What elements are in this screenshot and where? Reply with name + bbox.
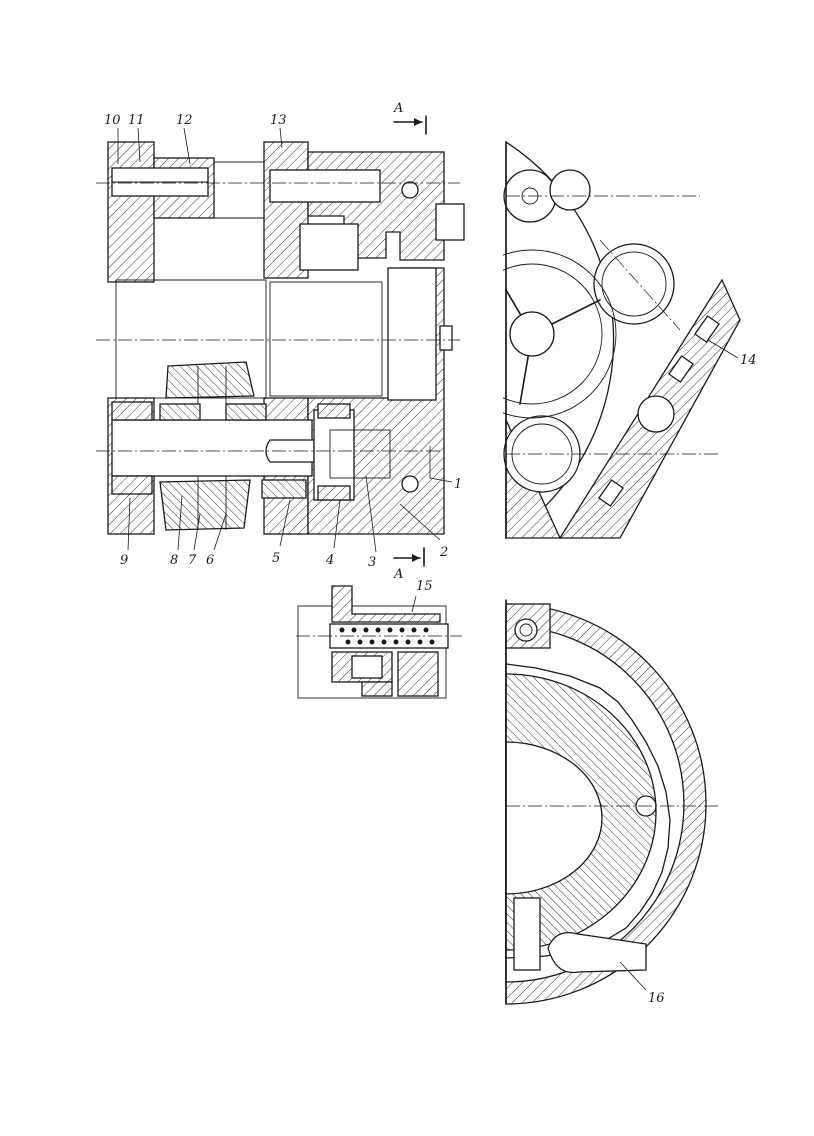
callout-3-label: 3 [368,555,376,570]
callout-1-label: 1 [454,477,462,492]
callout-16: 16 [619,961,665,1006]
callout-2: 2 [399,503,448,560]
callout-3: 3 [365,475,377,570]
callout-15: 15 [411,579,433,613]
main-section-view [96,141,465,535]
callout-12: 12 [176,113,193,165]
section-label-top: A [393,101,403,116]
callout-12-label: 12 [176,113,193,128]
callout-4: 4 [325,499,341,568]
callout-16-label: 16 [648,991,665,1006]
section-mark-bottom: A [393,547,425,582]
callout-14-label: 14 [740,353,757,368]
callout-7: 7 [188,513,201,568]
ratchet-view [505,603,720,1005]
callout-9-label: 9 [120,553,128,568]
callout-6: 6 [206,513,227,568]
callout-4-label: 4 [325,553,334,568]
callouts: 1 2 3 4 5 6 7 8 [104,113,757,1006]
callout-8: 8 [170,495,183,568]
callout-1: 1 [429,446,462,492]
callout-11: 11 [128,113,145,163]
callout-13: 13 [270,113,287,149]
callout-2-label: 2 [439,545,448,560]
callout-5-label: 5 [272,551,280,566]
section-label-bottom: A [393,567,403,582]
section-view-a-a [503,140,741,540]
callout-8-label: 8 [170,553,178,568]
callout-11-label: 11 [128,113,145,128]
callout-15-label: 15 [416,579,433,594]
callout-9: 9 [120,497,131,568]
callout-5: 5 [272,499,291,566]
detail-view-15 [296,585,462,699]
callout-10: 10 [104,113,121,164]
callout-10-label: 10 [104,113,121,128]
callout-6-label: 6 [206,553,214,568]
callout-7-label: 7 [188,553,197,568]
callout-14: 14 [707,339,757,368]
section-mark-top: A [393,101,427,135]
callout-13-label: 13 [270,113,287,128]
